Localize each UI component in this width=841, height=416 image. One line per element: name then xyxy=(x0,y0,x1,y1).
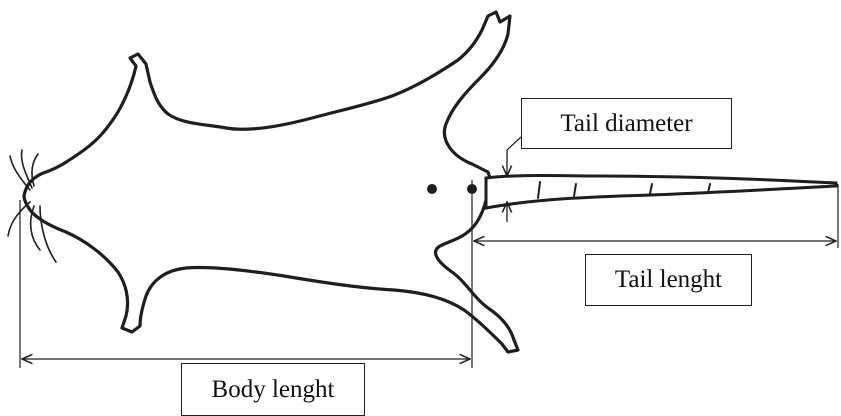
animal-pelt xyxy=(24,12,518,352)
tail-length-text: Tail lenght xyxy=(615,266,722,294)
tail xyxy=(486,176,836,209)
tail-diameter-connector xyxy=(507,137,521,150)
tail-diameter-text: Tail diameter xyxy=(560,110,692,138)
body-length-label: Body lenght xyxy=(181,363,365,416)
marking-dot-1 xyxy=(427,184,437,194)
body-length-text: Body lenght xyxy=(212,376,335,404)
pelt-outline xyxy=(24,12,518,352)
tail-diameter-label: Tail diameter xyxy=(521,98,732,149)
tail-length-label: Tail lenght xyxy=(585,254,752,306)
